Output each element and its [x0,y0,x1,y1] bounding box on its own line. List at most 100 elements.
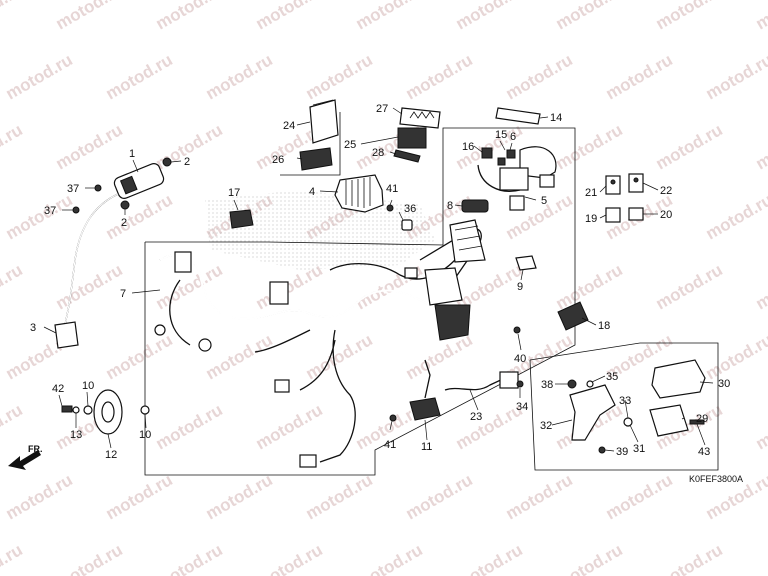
watermark-text: motod.ru [403,330,476,383]
watermark-text: motod.ru [3,470,76,523]
callout-label: 35 [606,371,618,383]
watermark-text: motod.ru [753,0,768,33]
callout-label: 43 [698,446,710,458]
callout-label: 40 [514,353,526,365]
watermark-text: motod.ru [0,260,26,313]
watermark-text: motod.ru [303,50,376,103]
callout-label: 29 [696,413,708,425]
callout-label: 32 [540,420,552,432]
watermark-text: motod.ru [453,0,526,33]
watermark-text: motod.ru [353,0,426,33]
bracket-11 [389,359,441,422]
watermark-text: motod.ru [703,190,768,243]
callout-label: 26 [272,154,284,166]
watermark-text: motod.ru [703,50,768,103]
watermark-text: motod.ru [0,540,26,576]
callout-label: 10 [82,380,94,392]
watermark-text: motod.ru [403,470,476,523]
callout-label: 20 [660,209,672,221]
callout-label: 41 [384,439,396,451]
callout-label: 28 [372,147,384,159]
callout-label: 27 [376,103,388,115]
watermark-text: motod.ru [153,400,226,453]
callout-label: 36 [404,203,416,215]
watermark-text: motod.ru [203,50,276,103]
ignition-coil [54,157,172,349]
watermark-text: motod.ru [653,260,726,313]
callout-label: 5 [541,195,547,207]
watermark-text: motod.ru [53,260,126,313]
callout-label: 37 [67,183,79,195]
control-units-24-26 [299,99,339,171]
bolt-40 [513,326,521,334]
part-9 [515,255,537,271]
watermark-text: motod.ru [553,260,626,313]
watermark-text: motod.ru [203,330,276,383]
watermark-text: motod.ru [753,400,768,453]
watermark-text: motod.ru [703,330,768,383]
callout-label: 30 [718,378,730,390]
callout-label: 31 [633,443,645,455]
watermark-text: motod.ru [603,50,676,103]
watermark-text: motod.ru [753,260,768,313]
watermark-text: motod.ru [653,120,726,173]
callout-label: 11 [421,441,432,453]
callout-label: 34 [516,401,528,413]
callout-label: 37 [44,205,56,217]
callout-label: 10 [139,429,151,441]
watermark-text: motod.ru [153,0,226,33]
callout-label: 17 [228,187,240,199]
shaded-area [205,190,435,270]
callout-label: 23 [470,411,482,423]
watermark-text: motod.ru [753,120,768,173]
watermark-text: motod.ru [453,400,526,453]
callout-label: 8 [447,200,453,212]
watermark-text: motod.ru [603,470,676,523]
callout-label: 38 [541,379,553,391]
watermark-text: motod.ru [303,330,376,383]
relays-19-22 [605,173,644,223]
callout-label: 6 [510,131,516,143]
bolt-2a [162,157,172,167]
watermark-text: motod.ru [53,540,126,576]
grommet-36 [401,219,413,231]
front-direction-arrow: FR. [8,444,43,470]
watermark-text: motod.ru [453,540,526,576]
horn-12 [61,389,150,435]
callout-label: 3 [30,322,36,334]
callout-label: 21 [585,187,597,199]
watermark-text: motod.ru [203,470,276,523]
watermark-text: motod.ru [553,540,626,576]
screw-37b [72,206,80,214]
plug-cap [54,321,79,349]
watermark-text: motod.ru [503,50,576,103]
callout-label: 25 [344,139,356,151]
callout-label: 41 [386,183,398,195]
watermark-text: motod.ru [653,0,726,33]
group-frames [144,112,719,476]
regulator-4 [334,174,394,213]
watermark-text: motod.ru [753,540,768,576]
watermark-text: motod.ru [3,190,76,243]
watermark-text: motod.ru [53,120,126,173]
main-wire-harness-7 [154,219,486,468]
callout-label: 2 [184,156,190,168]
callout-label: 24 [283,120,295,132]
leader-lines [43,107,714,452]
watermark-text: motod.ru [253,540,326,576]
watermark-text: motod.ru [0,400,26,453]
callout-label: 22 [660,185,672,197]
callout-label: 15 [495,129,507,141]
callout-label: 14 [550,112,562,124]
watermark-text: motod.ru [0,120,26,173]
relay-box-25-27-28 [393,107,441,163]
callout-label: 2 [121,217,127,229]
watermark-text: motod.ru [303,470,376,523]
callout-label: 13 [70,429,82,441]
watermark-text: motod.ru [553,0,626,33]
callout-label: 1 [129,148,135,160]
part-17 [229,209,254,229]
fuse-14 [495,107,541,125]
